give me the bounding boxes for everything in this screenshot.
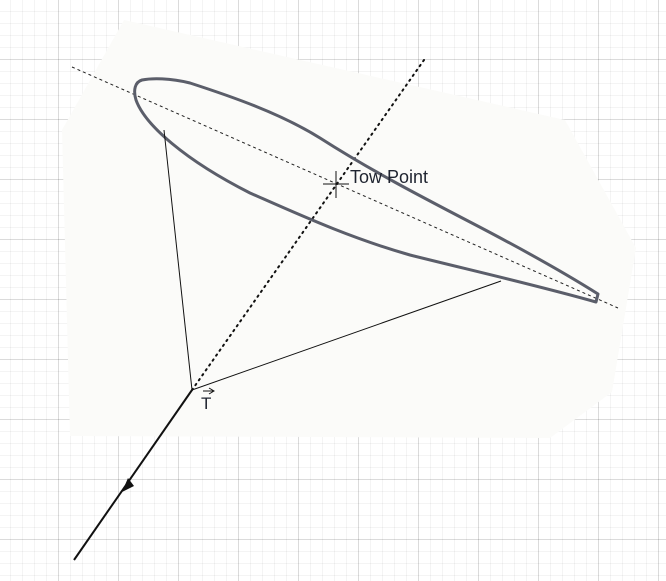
- rear-bridle-line: [191, 280, 502, 391]
- airfoil-outline: [133, 77, 600, 304]
- tension-vector-arrowhead: [208, 387, 215, 395]
- tow-line: [73, 389, 193, 561]
- front-bridle-line: [163, 129, 193, 391]
- tow-point-label: Tow Point: [350, 167, 429, 187]
- tow-point-marker: [323, 171, 349, 198]
- perpendicular-line: [191, 59, 425, 391]
- photo-background: [62, 20, 636, 438]
- tow-arrowhead: [122, 478, 134, 492]
- tension-label: T: [201, 394, 212, 413]
